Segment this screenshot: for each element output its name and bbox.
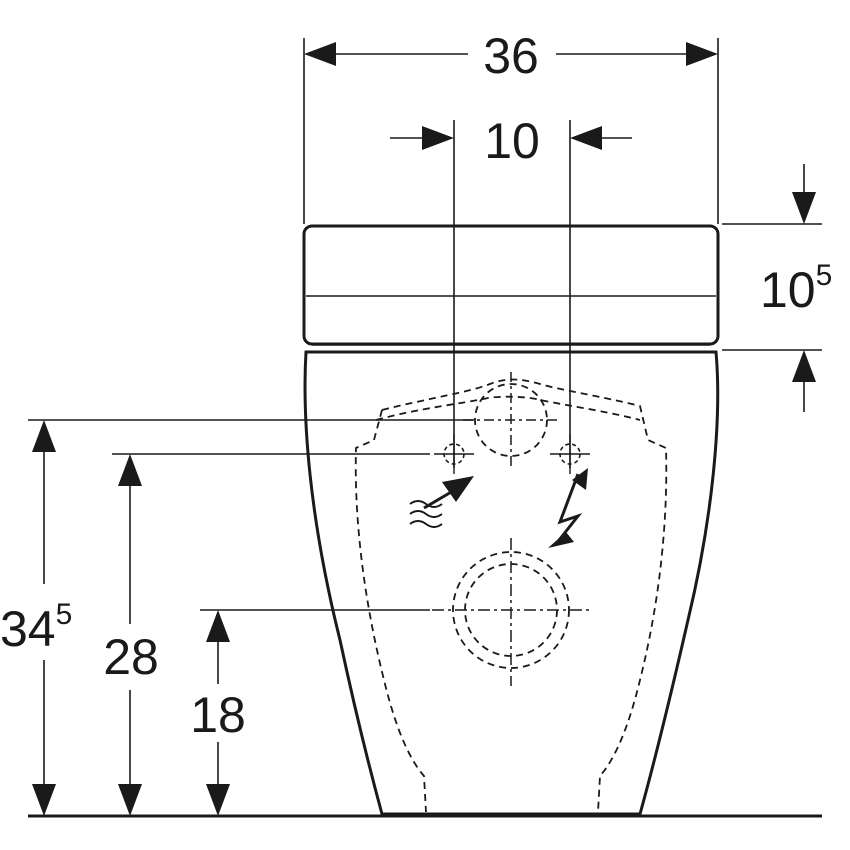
upper-connection-circle xyxy=(463,372,559,468)
toilet-body-outline xyxy=(303,350,720,816)
dimension-connection-spacing: 10 xyxy=(390,113,632,169)
svg-text:18: 18 xyxy=(190,687,246,743)
electric-lightning-icon xyxy=(548,468,588,548)
dimension-label-36: 36 xyxy=(483,28,539,84)
dimension-label-18: 18 xyxy=(190,687,246,743)
dimension-label-34-5-sup: 5 xyxy=(56,598,73,631)
dimension-total-height: 345 xyxy=(0,419,474,816)
dimension-label-10-5-main: 10 xyxy=(760,262,816,318)
hidden-inner-contour xyxy=(354,378,668,813)
dimension-connection-height: 28 xyxy=(103,453,430,816)
water-supply-arrow-icon xyxy=(409,476,474,528)
svg-text:36: 36 xyxy=(483,28,539,84)
svg-text:105: 105 xyxy=(760,259,832,318)
svg-text:28: 28 xyxy=(103,629,159,685)
dimension-seat-height: 105 xyxy=(722,164,832,412)
svg-text:345: 345 xyxy=(0,598,72,657)
seat-lid xyxy=(302,224,720,346)
dimension-overall-width: 36 xyxy=(303,28,719,224)
drain-connection-circle xyxy=(432,538,590,686)
dimension-label-34-5-main: 34 xyxy=(0,601,56,657)
svg-text:10: 10 xyxy=(484,113,540,169)
dimension-label-28: 28 xyxy=(103,629,159,685)
dimension-label-10: 10 xyxy=(484,113,540,169)
hidden-inner-contour-2 xyxy=(375,395,641,421)
dimension-label-10-5-sup: 5 xyxy=(816,259,833,292)
dimension-drain-height: 18 xyxy=(190,609,430,816)
